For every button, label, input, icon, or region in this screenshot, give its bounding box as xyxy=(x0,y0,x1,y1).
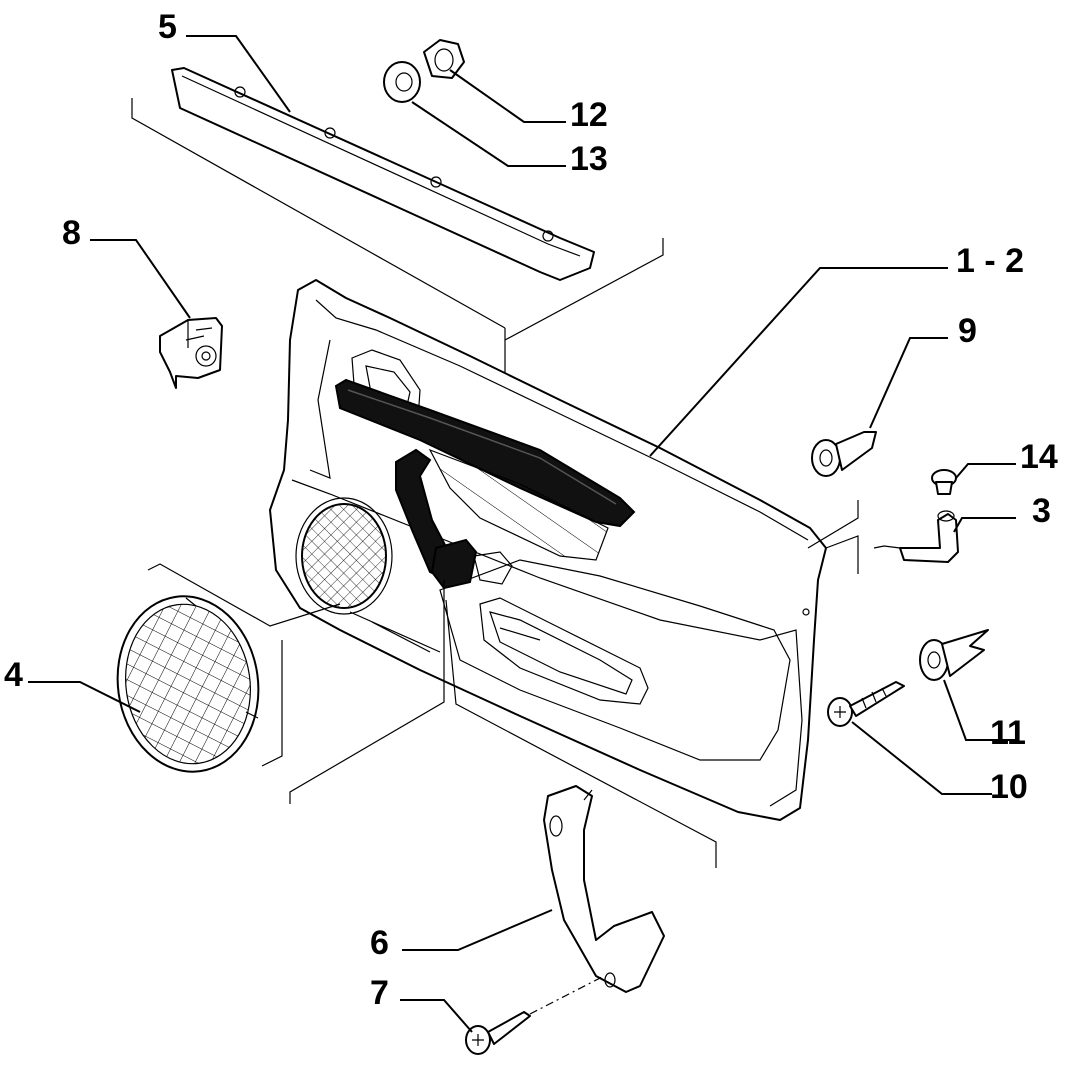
part-7-screw xyxy=(465,1011,531,1055)
installed-pull-handle xyxy=(395,448,513,590)
callout-5: 5 xyxy=(158,8,177,46)
part-11-trim-clip xyxy=(919,629,989,681)
part-14-grommet xyxy=(931,469,957,495)
part-6-pull-handle xyxy=(543,785,665,993)
callout-labels: 5 12 13 8 1 - 2 9 14 3 4 11 10 6 7 xyxy=(4,8,1058,1012)
callout-7: 7 xyxy=(370,974,389,1012)
callout-10: 10 xyxy=(990,768,1028,806)
leader-lines xyxy=(28,35,1018,1033)
callout-11: 11 xyxy=(990,714,1026,752)
callout-3: 3 xyxy=(1032,492,1051,530)
callout-9: 9 xyxy=(958,312,977,350)
part-4-speaker-grille xyxy=(116,595,260,773)
callout-13: 13 xyxy=(570,140,608,178)
callout-6: 6 xyxy=(370,924,389,962)
part-12-nut xyxy=(423,39,465,79)
callout-12: 12 xyxy=(570,96,608,134)
part-5-upper-trim-strip xyxy=(171,67,595,281)
part-13-washer xyxy=(383,61,421,103)
callout-8: 8 xyxy=(62,214,81,252)
dark-armrest-strip xyxy=(334,378,636,528)
part-10-screw xyxy=(827,681,905,727)
part-9-push-pin xyxy=(811,431,877,477)
part-3-lock-rod xyxy=(873,510,959,563)
part-8-clip xyxy=(159,317,223,389)
callout-1-2: 1 - 2 xyxy=(956,242,1024,280)
callout-4: 4 xyxy=(4,656,23,694)
callout-14: 14 xyxy=(1020,438,1058,476)
